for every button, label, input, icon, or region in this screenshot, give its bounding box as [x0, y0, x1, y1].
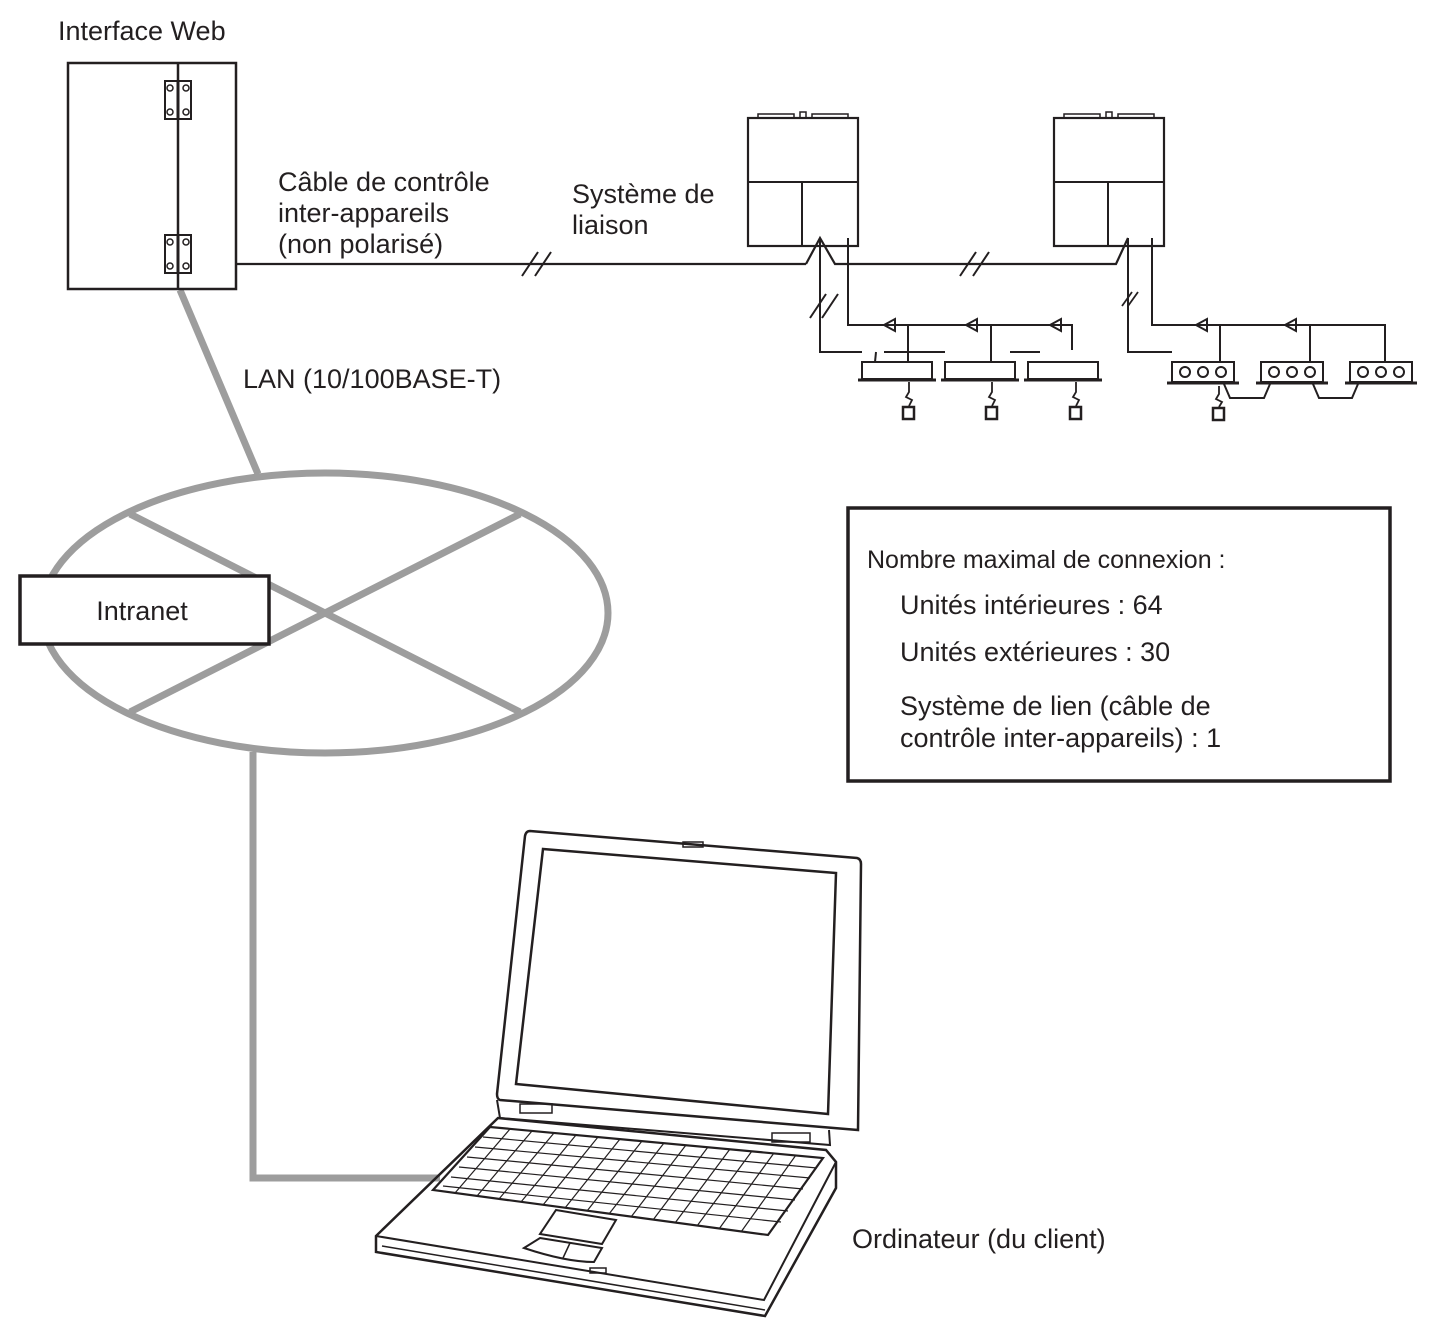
outdoor-unit-icon [1052, 111, 1166, 248]
laptop-computer-icon [374, 829, 863, 1318]
outdoor-unit-icon [746, 111, 860, 248]
link-system-count-line-2: contrôle inter-appareils) : 1 [900, 723, 1221, 753]
refrigerant-piping-1 [809, 238, 1073, 363]
link-system-label: Système de liaison [572, 179, 715, 240]
refrigerant-piping-2 [1121, 238, 1386, 399]
computer-label: Ordinateur (du client) [852, 1224, 1106, 1254]
remote-controller-icon [901, 382, 1083, 421]
lan-cable [176, 288, 440, 1182]
max-connection-info-box: Nombre maximal de connexion : Unités int… [846, 506, 1392, 783]
indoor-unit-icon [1167, 361, 1417, 385]
link-system-label-line-1: Système de [572, 179, 715, 209]
intranet-label: Intranet [96, 596, 188, 626]
intranet-box: Intranet [18, 574, 271, 646]
control-cable-label: Câble de contrôle inter-appareils (non p… [278, 167, 490, 259]
link-system-count-line-1: Système de lien (câble de [900, 691, 1211, 721]
link-system-label-line-2: liaison [572, 210, 649, 240]
indoor-unit-icon [858, 361, 1102, 382]
indoor-units-count: Unités intérieures : 64 [900, 590, 1163, 620]
outdoor-units-count: Unités extérieures : 30 [900, 637, 1170, 667]
web-interface-label: Interface Web [58, 16, 226, 46]
control-cable-label-line-1: Câble de contrôle [278, 167, 490, 197]
lan-label: LAN (10/100BASE-T) [243, 364, 501, 394]
control-cable-label-line-3: (non polarisé) [278, 229, 443, 259]
remote-controller-icon [1211, 386, 1226, 422]
control-cable-label-line-2: inter-appareils [278, 198, 449, 228]
info-box-heading: Nombre maximal de connexion : [867, 546, 1226, 574]
web-interface-cabinet-icon [66, 61, 238, 291]
